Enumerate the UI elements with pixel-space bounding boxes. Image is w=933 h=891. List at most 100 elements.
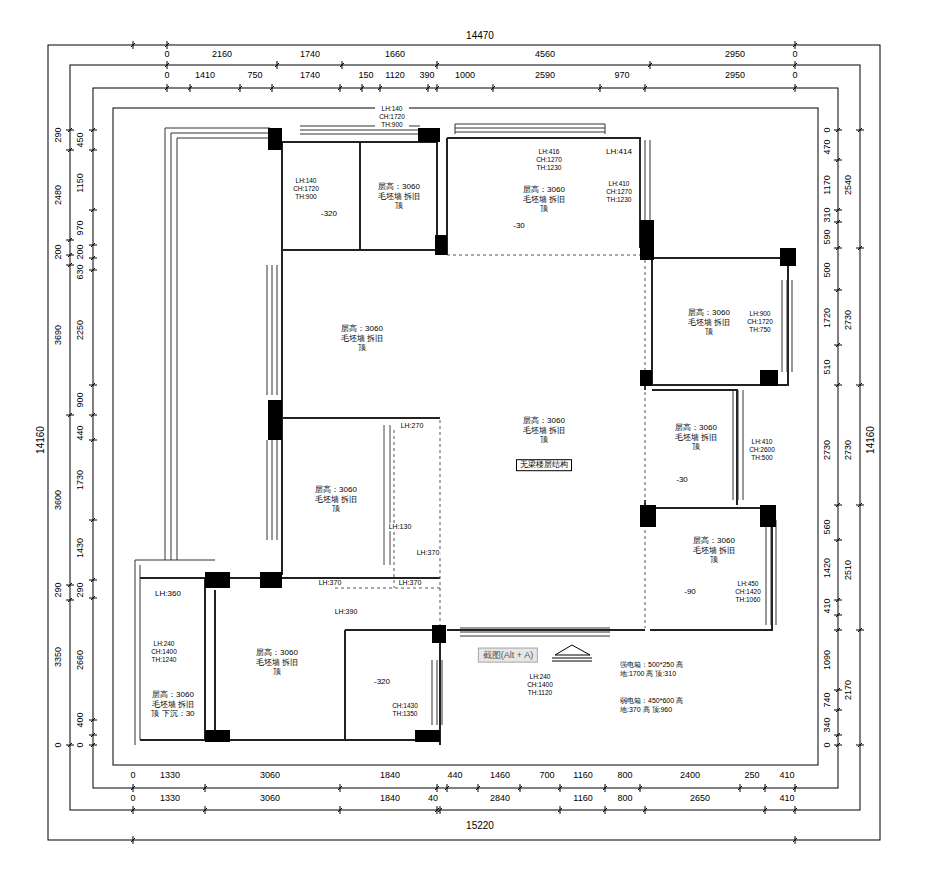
dimension-value: 0: [129, 794, 136, 804]
dimension-tick-slash: [858, 743, 862, 747]
dimension-frame-part: [113, 108, 818, 765]
columns-part: [268, 128, 282, 150]
dimension-value: 500: [823, 261, 833, 278]
dimension-value: 15220: [465, 820, 495, 831]
stair-symbol-part: [552, 645, 592, 661]
room-region: 层高：3060 毛坯墙 拆旧顶: [284, 260, 438, 413]
dimension-tick-slash: [91, 596, 95, 600]
walls-part: [140, 578, 440, 740]
thin-walls: [384, 425, 390, 565]
level-mark: -320: [321, 210, 337, 219]
walls-part: [345, 630, 440, 745]
dimension-tick-slash: [793, 808, 797, 812]
dimension-value: 290: [54, 126, 64, 143]
dimension-value: 340: [823, 716, 833, 733]
level-mark: LH:360: [155, 590, 181, 599]
columns-part: [435, 235, 447, 255]
dimension-tick-slash: [165, 63, 169, 67]
dimension-tick-slash: [91, 733, 95, 737]
opening-spec: LH:240 CH:1400 TH:1120: [523, 673, 557, 696]
dimension-value: 3690: [54, 324, 64, 346]
open-boundaries: [335, 255, 645, 628]
dimension-tick-slash: [131, 838, 135, 842]
room-note: 层高：3060 毛坯墙 拆旧顶: [520, 185, 568, 214]
balcony-rail-part: [165, 128, 270, 560]
dimension-tick-slash: [476, 786, 480, 790]
dimension-value: 2590: [534, 71, 556, 81]
dimension-value: 2650: [689, 794, 711, 804]
structure-tag: 无梁楼层结构: [516, 459, 572, 471]
dimension-value: 1150: [76, 172, 86, 193]
dimension-tick-slash: [793, 838, 797, 842]
dimension-value: 0: [791, 71, 798, 81]
room-note: 层高：3060 毛坯墙 拆旧顶: [520, 416, 568, 445]
dimension-tick-slash: [68, 148, 72, 152]
dimension-tick-slash: [91, 268, 95, 272]
dimension-tick-slash: [91, 743, 95, 747]
dimension-value: 1000: [454, 71, 476, 81]
dimension-tick-slash: [435, 63, 439, 67]
dimension-tick-slash: [763, 786, 767, 790]
panel-note: 强电箱：500*250 高 地:1700 高 顶:310: [619, 661, 691, 679]
room-note: 层高：3060 毛坯墙 拆旧顶: [375, 182, 423, 211]
panel-note: 弱电箱：450*600 高 地:370 高 顶:960: [619, 697, 691, 715]
columns-part: [205, 730, 230, 742]
dimension-tick-slash: [558, 786, 562, 790]
dimension-tick-slash: [203, 786, 207, 790]
dimension-tick-slash: [91, 208, 95, 212]
dimension-tick-slash: [68, 413, 72, 417]
window-spec: CH:1430 TH:1350: [389, 702, 421, 718]
dimension-tick-slash: [68, 743, 72, 747]
dimension-tick-slash: [68, 128, 72, 132]
dimension-tick-slash: [91, 243, 95, 247]
dimension-value: 0: [129, 771, 136, 781]
walls-part: [282, 130, 437, 255]
dimension-value: 1410: [194, 71, 216, 81]
window-spec: LH:240 CH:1400 TH:1240: [148, 640, 180, 663]
dimension-tick-slash: [836, 733, 840, 737]
dimension-value: 510: [823, 358, 833, 375]
dimension-tick-slash: [238, 86, 242, 90]
dimension-value: 0: [54, 741, 64, 748]
columns-part: [432, 625, 446, 643]
dimension-value: 410: [778, 794, 795, 804]
room-note: 层高：3060 毛坯墙 拆旧顶: [690, 536, 738, 565]
dimension-tick-slash: [858, 503, 862, 507]
window-spec: LH:450 CH:1420 TH:1060: [732, 580, 764, 603]
dimension-value: 1730: [76, 469, 86, 491]
dimension-value: 1090: [823, 649, 833, 671]
dimension-tick-slash: [836, 743, 840, 747]
dimension-tick-slash: [763, 808, 767, 812]
dimension-value: 290: [76, 581, 86, 598]
dimension-tick-slash: [91, 256, 95, 260]
dimension-value: 2730: [844, 309, 854, 331]
dimension-value: 0: [823, 126, 833, 133]
dimension-tick-slash: [435, 86, 439, 90]
dimension-tick-slash: [91, 413, 95, 417]
dimension-tick-slash: [445, 786, 449, 790]
window-spec: LH:410 CH:1270 TH:1230: [603, 180, 635, 203]
level-mark: -320: [374, 678, 390, 687]
dimension-value: 0: [163, 50, 170, 60]
dimension-tick-slash: [426, 86, 430, 90]
dimension-tick-slash: [858, 246, 862, 250]
room-note: 层高：3060 毛坯墙 拆旧顶: [312, 485, 360, 514]
room-note: 层高：3060 毛坯墙 拆旧顶: [338, 324, 386, 353]
dimension-frame-part: [70, 65, 860, 810]
dimension-tick-slash: [858, 128, 862, 132]
dimension-value: 14160: [35, 425, 46, 455]
dimension-tick-slash: [638, 786, 642, 790]
dimension-value: 3350: [54, 646, 64, 668]
columns-part: [268, 400, 282, 440]
dimension-value: 3060: [259, 794, 281, 804]
dimension-value: 2730: [823, 439, 833, 461]
room-region: LH:360LH:240 CH:1400 TH:1240层高：3060 毛坯墙 …: [142, 582, 204, 738]
dimension-value: 970: [76, 219, 86, 236]
dimension-value: 970: [613, 71, 630, 81]
dimension-tick-slash: [603, 786, 607, 790]
dimension-value: 800: [616, 771, 633, 781]
columns-part: [780, 248, 796, 266]
dimension-value: 290: [54, 581, 64, 598]
